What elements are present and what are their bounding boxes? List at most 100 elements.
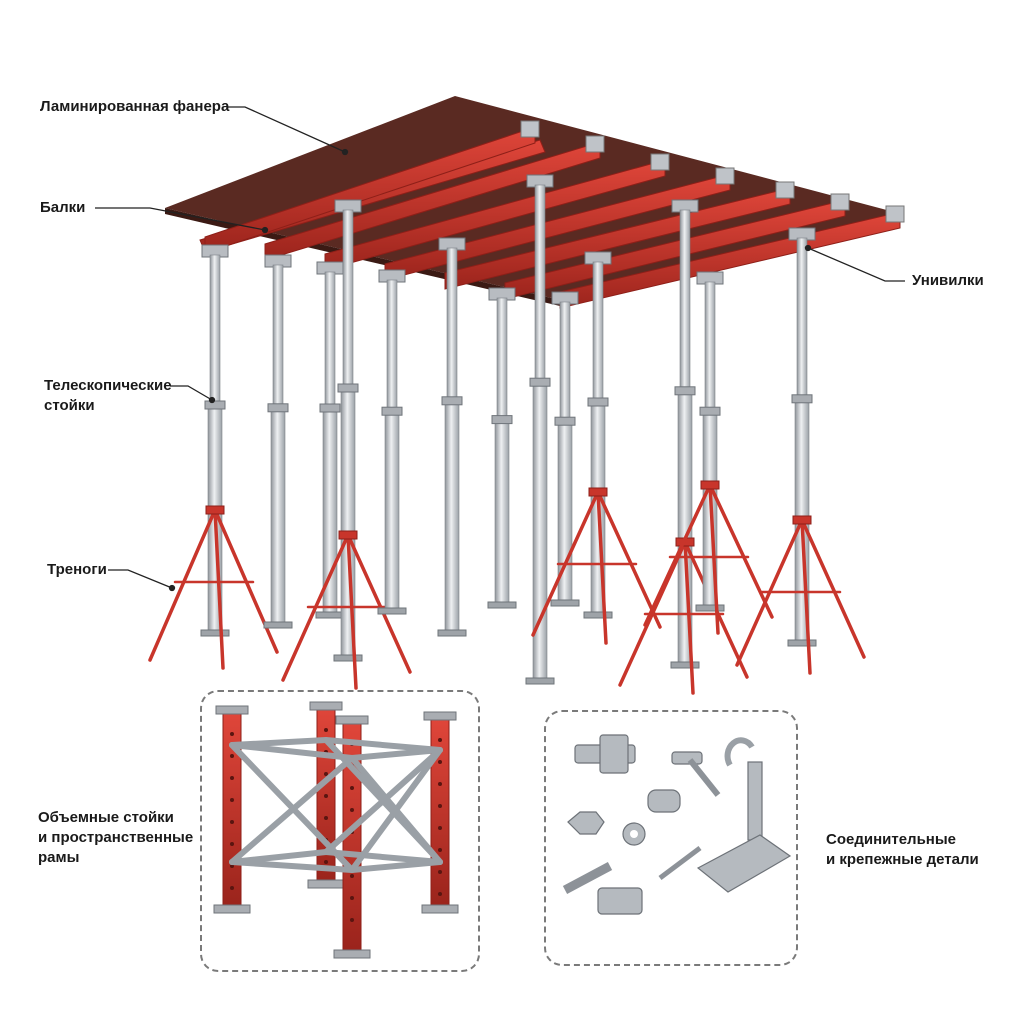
base-plate <box>333 654 363 662</box>
post-hole <box>350 808 354 812</box>
adjust-collar <box>699 406 721 416</box>
telescopic-prop <box>437 237 467 637</box>
frame-post <box>333 715 371 959</box>
tripod-leg <box>708 483 774 619</box>
post-hole <box>438 782 442 786</box>
label-fasteners: Соединительные и крепежные детали <box>826 831 979 868</box>
tripod-leg <box>596 490 662 629</box>
leader-props <box>170 385 213 401</box>
adjust-collar <box>381 406 403 416</box>
post-hole <box>230 754 234 758</box>
adjust-collar <box>491 415 513 425</box>
telescopic-prop <box>263 254 293 629</box>
frame-tube <box>323 849 443 865</box>
props-group <box>148 174 866 695</box>
label-beams: Балки <box>40 199 86 216</box>
base-plate <box>695 604 725 612</box>
inner-tube <box>534 184 546 408</box>
inner-tube <box>796 237 808 420</box>
outer-tube <box>494 419 510 603</box>
leader-plywood <box>228 106 346 153</box>
post-hole <box>324 772 328 776</box>
base-plate <box>487 601 517 609</box>
post-hole <box>230 842 234 846</box>
post-hole <box>324 860 328 864</box>
label-frames: Объемные стойки и пространственные рамы <box>38 809 194 866</box>
clamp-body <box>599 734 629 774</box>
post-hole <box>350 786 354 790</box>
base-plate <box>437 629 467 637</box>
beam-end-clamp <box>650 153 670 171</box>
base-plate-part <box>696 834 792 893</box>
tripod-leg <box>596 490 608 645</box>
label-forkheads: Унивилки <box>912 272 984 289</box>
tripod-leg <box>148 508 217 662</box>
bottom-plate <box>421 904 459 914</box>
inner-tube <box>324 271 336 426</box>
tripod <box>281 533 412 690</box>
frame-tube <box>349 747 443 873</box>
inner-tube <box>679 209 691 414</box>
telescopic-prop <box>531 251 662 645</box>
leader-lines <box>95 106 905 592</box>
adjust-collar <box>554 416 576 426</box>
leader-beams <box>95 207 266 231</box>
tripod-head <box>205 505 225 515</box>
inner-tube <box>496 297 508 436</box>
beam-end-clamp <box>885 205 905 223</box>
beam-end-clamp <box>830 193 850 211</box>
post-hole <box>324 728 328 732</box>
post-hole <box>324 794 328 798</box>
tripod-head <box>588 487 608 497</box>
adjust-collar <box>674 386 696 396</box>
telescopic-prop <box>281 199 412 690</box>
hook-part <box>724 737 755 767</box>
bottom-plate <box>333 949 371 959</box>
adjust-collar <box>791 394 813 404</box>
outer-tube <box>270 407 286 623</box>
post-hole <box>438 804 442 808</box>
post-hole <box>438 892 442 896</box>
post-hole <box>438 738 442 742</box>
beam-end-clamp <box>585 135 605 153</box>
base-plate <box>315 611 345 619</box>
outer-tube <box>444 400 460 631</box>
post-hole <box>438 848 442 852</box>
base-plate <box>550 599 580 607</box>
base-plate <box>525 677 555 685</box>
telescopic-prop <box>735 227 866 675</box>
frame-tube <box>323 747 443 855</box>
frame-tube <box>323 737 443 753</box>
outer-tube <box>322 407 338 613</box>
frame-tube <box>229 755 355 865</box>
tripod-head <box>700 480 720 490</box>
inner-tube <box>704 281 716 428</box>
coupler-part <box>647 789 681 813</box>
tripod-head <box>338 530 358 540</box>
post-hole <box>324 816 328 820</box>
leader-tripods <box>108 569 173 589</box>
fasteners-panel <box>544 710 798 966</box>
post-hole <box>230 886 234 890</box>
telescopic-prop <box>148 244 279 670</box>
top-plate <box>215 705 249 715</box>
base-plate <box>787 639 817 647</box>
tripod-leg <box>213 508 225 670</box>
label-props: Телескопические стойки <box>44 377 172 414</box>
inner-tube <box>592 261 604 420</box>
label-plywood: Ламинированная фанера <box>40 98 230 115</box>
tripod-leg <box>346 533 358 690</box>
tripod <box>643 483 774 635</box>
post-hole <box>350 874 354 878</box>
swivel-part <box>597 887 643 915</box>
telescopic-prop <box>315 261 345 619</box>
inner-tube <box>559 301 571 437</box>
beam-end-clamp <box>715 167 735 185</box>
base-plate <box>263 621 293 629</box>
frame-tube <box>229 859 355 873</box>
fastener-parts-illustration <box>562 734 792 915</box>
adjust-collar <box>319 403 341 413</box>
bolt-shank <box>687 758 721 797</box>
tripod <box>531 490 662 645</box>
